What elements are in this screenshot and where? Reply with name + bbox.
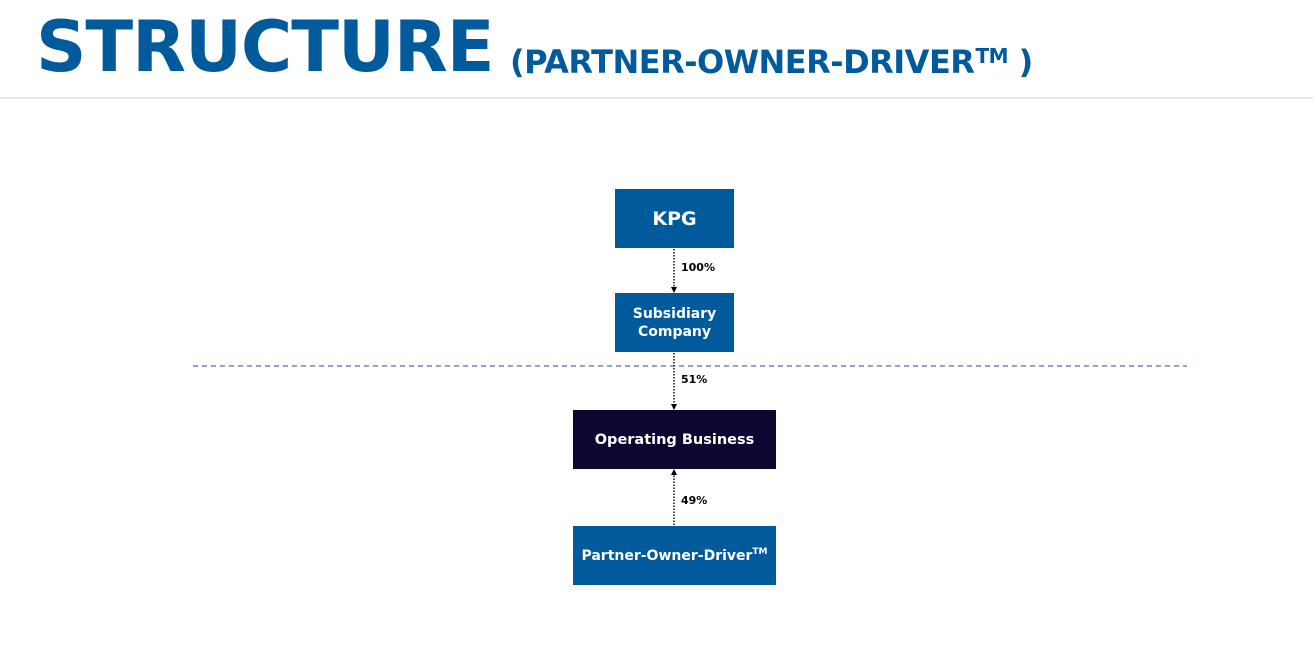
subtitle-text: (PARTNER-OWNER-DRIVER [510, 43, 975, 81]
subtitle-close: ) [1007, 43, 1034, 81]
node-operating-business: Operating Business [573, 410, 776, 469]
node-subsidiary-line1: Subsidiary [632, 305, 717, 322]
link-label-pod-operating: 49% [681, 494, 708, 507]
subtitle-trademark: TM [975, 44, 1008, 68]
node-subsidiary-line2: Company [637, 323, 712, 340]
link-label-kpg-subsidiary: 100% [681, 261, 715, 274]
node-kpg-label: KPG [652, 207, 697, 230]
node-pod-label: Partner-Owner-DriverTM [581, 547, 767, 564]
node-operating-label: Operating Business [594, 431, 755, 448]
node-pod-trademark: TM [752, 547, 768, 557]
node-kpg: KPG [615, 189, 734, 248]
page-subtitle: (PARTNER-OWNER-DRIVERTM ) [510, 46, 1033, 78]
node-partner-owner-driver: Partner-Owner-DriverTM [573, 526, 776, 585]
node-pod-text: Partner-Owner-Driver [581, 548, 753, 564]
page-title: STRUCTURE [36, 6, 495, 88]
title-bar: STRUCTURE (PARTNER-OWNER-DRIVERTM ) [0, 0, 1313, 99]
link-label-subsidiary-operating: 51% [681, 373, 708, 386]
